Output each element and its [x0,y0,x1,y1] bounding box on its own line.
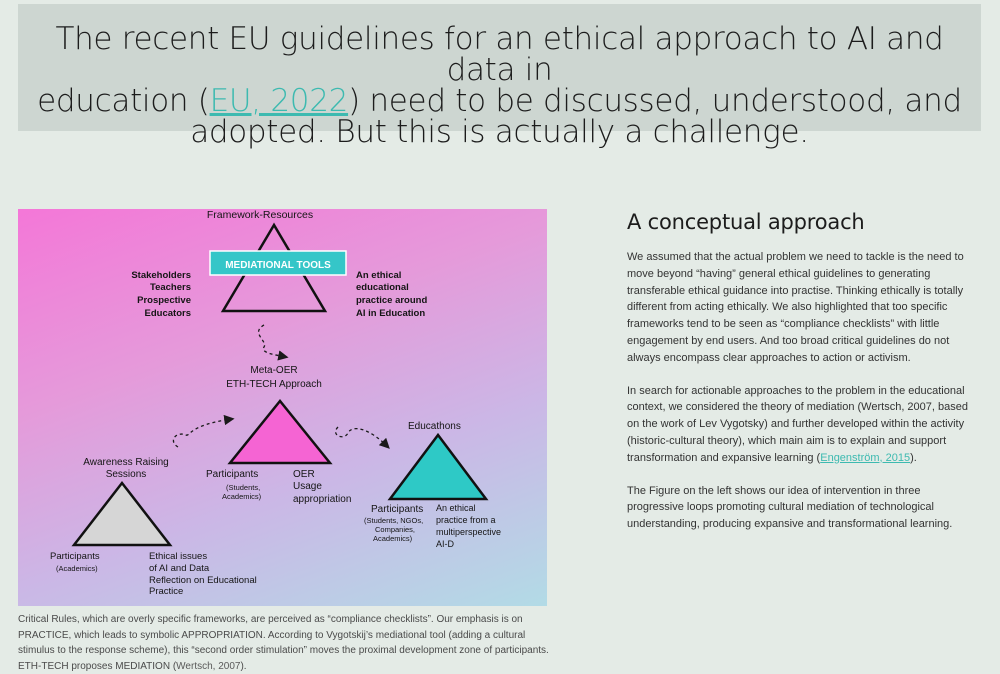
participants-right-sub-2: Companies, [375,525,415,534]
stakeholders-label-3: Prospective [137,295,191,306]
ethical-issues-label-3: Reflection on Educational [149,575,257,586]
awareness-label-2: Sessions [106,469,147,480]
caption-line-4-start: ETH-TECH proposes MEDIATION ( [18,661,176,672]
right-triangle [390,435,486,499]
meta-oer-label: Meta-OER [250,365,297,376]
mediational-tools-label: MEDIATIONAL TOOLS [225,260,331,271]
arrow-left-loop [173,419,232,447]
stakeholders-label-4: Educators [145,308,191,319]
left-triangle [74,483,170,545]
figure-caption: Critical Rules, which are overly specifi… [18,612,553,674]
participants-mid-sub-2: Academics) [222,492,262,501]
caption-line-4-end: ). [240,661,246,672]
appropriation-label: appropriation [293,494,351,505]
multiperspective-label-3: multiperspective [436,527,501,537]
headline-line-2: education (EU, 2022) need to be discusse… [18,86,981,117]
ethical-issues-label-1: Ethical issues [149,551,207,562]
middle-triangle [230,401,330,463]
conceptual-figure: MEDIATIONAL TOOLS Framework-Resources St… [18,209,547,606]
arrow-down [259,325,286,357]
headline-line-3: adopted. But this is actually a challeng… [18,117,981,148]
engenstrom-2015-link[interactable]: Engenström, 2015 [820,452,910,464]
participants-left-label: Participants [50,551,100,562]
participants-right-sub-1: (Students, NGOs, [364,516,423,525]
multiperspective-label-1: An ethical [436,503,476,513]
educathons-label: Educathons [408,421,461,432]
usage-label: Usage [293,481,322,492]
caption-line-1: Critical Rules, which are overly specifi… [18,612,553,628]
ethical-practice-label-3: practice around [356,295,427,306]
multiperspective-label-4: AI-D [436,539,455,549]
caption-line-4: ETH-TECH proposes MEDIATION (Wertsch, 20… [18,659,553,674]
headline-line-2-start: education ( [37,83,209,119]
arrow-right-loop [336,427,388,447]
section-title: A conceptual approach [627,210,977,234]
paragraph-2: In search for actionable approaches to t… [627,383,977,467]
wertsch-2007-reference: Wertsch, 2007 [176,661,240,672]
conceptual-approach-section: A conceptual approach We assumed that th… [627,210,977,533]
stakeholders-label-1: Stakeholders [131,270,191,281]
framework-resources-label: Framework-Resources [207,209,313,221]
participants-right-label: Participants [371,504,423,515]
awareness-label-1: Awareness Raising [83,457,168,468]
multiperspective-label-2: practice from a [436,515,496,525]
participants-mid-sub-1: (Students, [226,483,260,492]
ethical-practice-label-4: AI in Education [356,308,425,319]
ethical-practice-label-1: An ethical [356,270,401,281]
headline-line-1: The recent EU guidelines for an ethical … [18,24,981,86]
headline-banner: The recent EU guidelines for an ethical … [18,4,981,131]
participants-mid-label: Participants [206,469,258,480]
stakeholders-label-2: Teachers [150,282,191,293]
headline-text: The recent EU guidelines for an ethical … [18,24,981,148]
paragraph-2-end: ). [910,452,917,464]
paragraph-1: We assumed that the actual problem we ne… [627,249,977,367]
participants-right-sub-3: Academics) [373,534,413,543]
participants-left-sub: (Academics) [56,564,98,573]
eth-tech-approach-label: ETH-TECH Approach [226,379,322,390]
oer-label: OER [293,469,315,480]
ethical-issues-label-2: of AI and Data [149,563,210,574]
caption-line-2: PRACTICE, which leads to symbolic APPROP… [18,628,553,644]
ethical-issues-label-4: Practice [149,586,183,597]
paragraph-3: The Figure on the left shows our idea of… [627,483,977,533]
ethical-practice-label-2: educational [356,282,409,293]
caption-line-3: stimulus to the response scheme), this “… [18,643,553,659]
figure-diagram: MEDIATIONAL TOOLS Framework-Resources St… [18,209,547,606]
